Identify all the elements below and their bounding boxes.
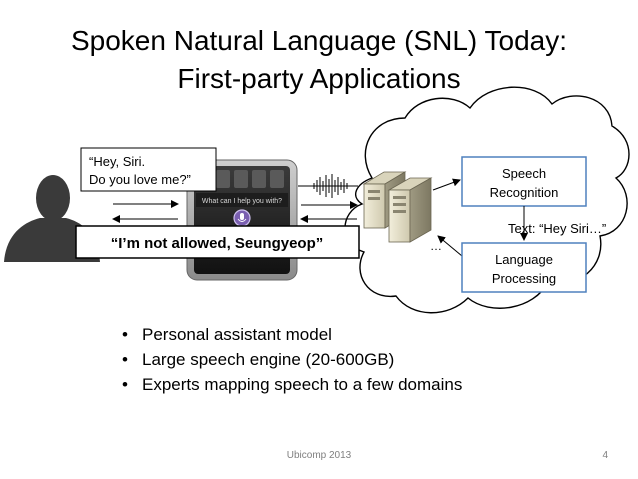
siri-reply-box bbox=[75, 225, 360, 259]
bullet-item: •Personal assistant model bbox=[122, 325, 332, 344]
speech-recognition-line-2: Recognition bbox=[490, 185, 559, 200]
bullet-list: •Personal assistant model •Large speech … bbox=[122, 322, 462, 397]
speech-recognition-line-1: Speech bbox=[502, 166, 546, 181]
bullet-text: Large speech engine (20-600GB) bbox=[142, 350, 395, 369]
language-processing-box bbox=[461, 242, 587, 293]
footer-text: Ubicomp 2013 bbox=[286, 450, 352, 461]
slide-title: Spoken Natural Language (SNL) Today: Fir… bbox=[0, 22, 638, 98]
language-processing-line-1: Language bbox=[495, 252, 553, 267]
text-label: Text: “Hey Siri…” bbox=[508, 221, 606, 236]
bullet-text: Experts mapping speech to a few domains bbox=[142, 375, 463, 394]
user-query-line-2: Do you love me?” bbox=[89, 172, 191, 187]
arrow-server-to-speech bbox=[432, 178, 461, 191]
user-query-line-1: “Hey, Siri. bbox=[89, 154, 145, 169]
microphone-icon bbox=[233, 209, 251, 227]
server-icon bbox=[362, 171, 433, 243]
page-number: 4 bbox=[602, 450, 608, 461]
user-query-box bbox=[80, 147, 217, 192]
waveform-icon bbox=[298, 174, 358, 198]
bullet-text: Personal assistant model bbox=[142, 325, 332, 344]
bullet-item: •Experts mapping speech to a few domains bbox=[122, 375, 463, 394]
ellipsis: … bbox=[430, 239, 442, 253]
language-processing-line-2: Processing bbox=[492, 271, 556, 286]
speech-recognition-box bbox=[461, 156, 587, 207]
siri-reply: “I’m not allowed, Seungyeop” bbox=[111, 235, 324, 252]
phone-prompt: What can I help you with? bbox=[202, 198, 282, 205]
title-line-2: First-party Applications bbox=[177, 63, 461, 94]
bullet-item: •Large speech engine (20-600GB) bbox=[122, 350, 395, 369]
title-line-1: Spoken Natural Language (SNL) Today: bbox=[70, 25, 568, 56]
arrow-language-to-server bbox=[437, 235, 463, 257]
